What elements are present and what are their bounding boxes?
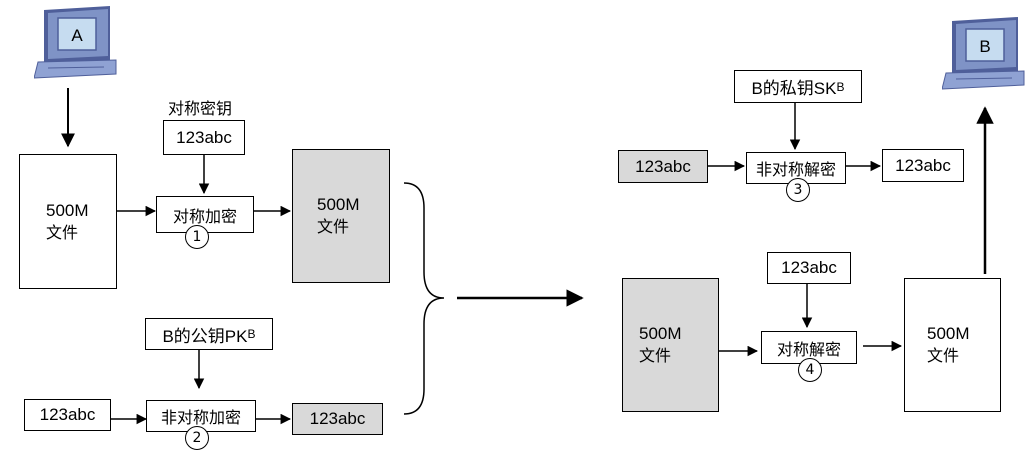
step-4-badge: 4 xyxy=(798,358,822,382)
plain-file-box: 500M 文件 xyxy=(19,154,117,289)
computer-b-label: B xyxy=(979,37,990,56)
sym-key-label: 对称密钥 xyxy=(168,99,233,118)
private-key-text: B的私钥SK xyxy=(751,79,837,98)
received-encrypted-file-box: 500M 文件 xyxy=(622,278,719,412)
asym-decrypt-box: 非对称解密 xyxy=(746,152,846,184)
decrypted-key-box: 123abc xyxy=(882,149,964,182)
sym-key-copy-box: 123abc xyxy=(24,399,111,431)
computer-b-icon: B xyxy=(942,17,1025,90)
encrypted-file-size: 500M xyxy=(317,195,360,214)
plain-file-label: 文件 xyxy=(46,222,79,242)
encrypted-key-box: 123abc xyxy=(292,403,383,435)
recovered-sym-key-box: 123abc xyxy=(767,252,851,284)
decrypted-file-label: 文件 xyxy=(927,346,960,365)
decrypted-file-box: 500M 文件 xyxy=(904,278,1001,412)
encrypted-file-box: 500M 文件 xyxy=(292,149,390,283)
step-1-badge: 1 xyxy=(185,225,209,249)
grouping-brace xyxy=(403,182,445,415)
sym-decrypt-box: 对称解密 xyxy=(761,331,857,364)
plain-file-size: 500M xyxy=(46,200,89,220)
step-2-badge: 2 xyxy=(185,426,209,450)
received-encrypted-file-size: 500M xyxy=(639,324,682,343)
computer-a-label: A xyxy=(71,26,83,45)
sym-encrypt-box: 对称加密 xyxy=(156,196,254,233)
computer-a-icon: A xyxy=(34,6,117,79)
step-3-badge: 3 xyxy=(786,178,810,202)
private-key-subscript: B xyxy=(836,79,845,94)
public-key-subscript: B xyxy=(247,327,256,341)
received-encrypted-file-label: 文件 xyxy=(639,346,672,365)
public-key-text: B的公钥PK xyxy=(162,326,248,346)
encrypted-file-label: 文件 xyxy=(317,217,350,236)
received-encrypted-key-box: 123abc xyxy=(618,150,708,183)
sym-key-box: 123abc xyxy=(163,120,245,155)
decrypted-file-size: 500M xyxy=(927,324,970,343)
